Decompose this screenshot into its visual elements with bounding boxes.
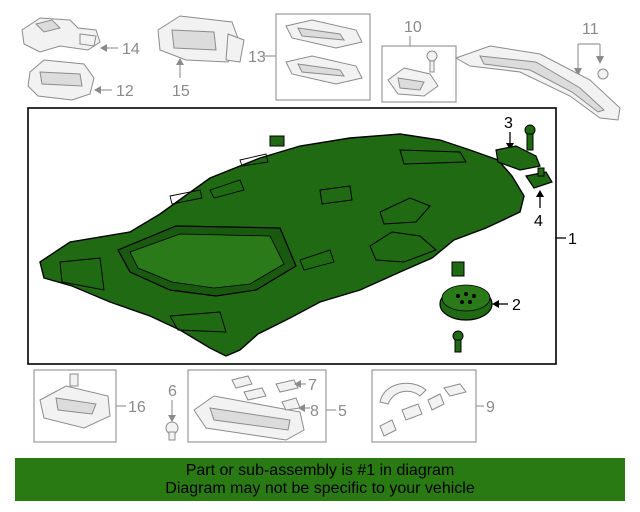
part-4-clip[interactable]	[525, 167, 553, 189]
part-15-console[interactable]	[157, 15, 245, 63]
part-12-lamp[interactable]	[27, 59, 95, 101]
callout-10: 10	[404, 19, 422, 36]
part-1-headliner[interactable]	[39, 133, 525, 357]
callout-13: 13	[248, 49, 266, 66]
part-6-screw[interactable]	[165, 421, 179, 441]
callout-2: 2	[512, 297, 521, 314]
disclaimer-banner: Part or sub-assembly is #1 in diagram Di…	[15, 458, 625, 501]
callout-12: 12	[116, 83, 134, 100]
callout-8: 8	[310, 403, 319, 420]
callout-15: 15	[172, 83, 190, 100]
part-13-grips[interactable]	[285, 19, 363, 85]
part-2-speaker[interactable]	[439, 284, 493, 321]
banner-line-1: Part or sub-assembly is #1 in diagram	[185, 461, 455, 479]
callout-7: 7	[308, 377, 317, 394]
callout-4: 4	[534, 213, 543, 230]
callout-9: 9	[486, 399, 495, 416]
part-14-bracket[interactable]	[21, 17, 101, 53]
callout-5: 5	[338, 403, 347, 420]
headliner-pad	[269, 135, 285, 147]
screw-icon	[452, 330, 464, 353]
part-5-sun-visor[interactable]	[193, 375, 305, 441]
part-10-hook[interactable]	[387, 50, 439, 97]
callout-11: 11	[582, 21, 599, 38]
banner-line-2: Diagram may not be specific to your vehi…	[165, 479, 475, 497]
part-11-trim[interactable]	[454, 45, 621, 121]
part-16-lamp-assembly[interactable]	[39, 373, 111, 429]
callout-16: 16	[128, 399, 146, 416]
callout-1: 1	[568, 231, 577, 248]
callout-6: 6	[168, 383, 177, 400]
callout-3: 3	[504, 115, 513, 132]
retainer-block	[451, 261, 465, 277]
callout-14: 14	[122, 41, 140, 58]
part-9-grab-handle[interactable]	[379, 382, 467, 437]
part-3-visor-clip[interactable]	[495, 124, 541, 171]
parts-diagram: 14 12 15 13 10 11	[21, 13, 621, 443]
